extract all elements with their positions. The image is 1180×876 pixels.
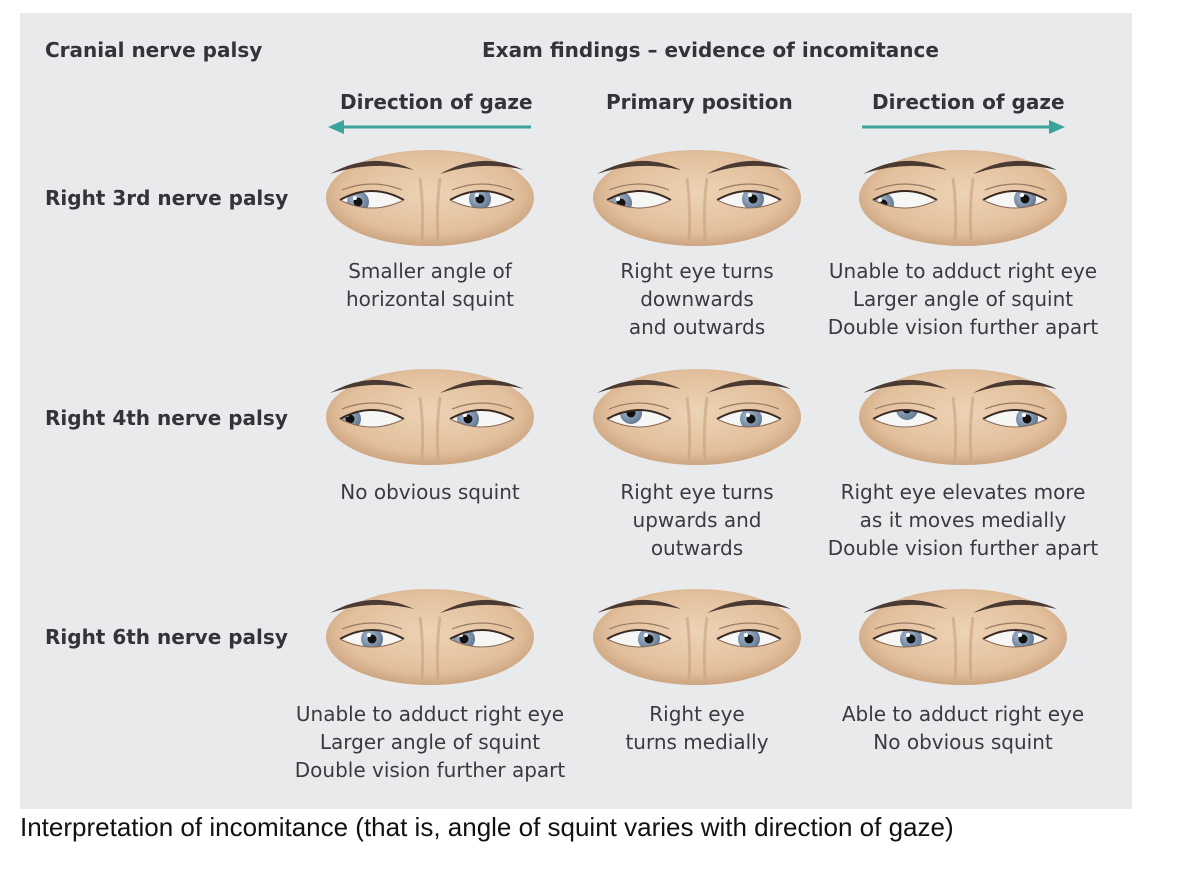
row-label-6th: Right 6th nerve palsy — [45, 625, 288, 649]
caption-line: Right eye — [649, 702, 745, 726]
caption-line: Unable to adduct right eye — [295, 702, 565, 726]
caption-line: Smaller angle of — [348, 259, 512, 283]
caption-line: Double vision further apart — [294, 758, 566, 782]
eyes-face-icon — [593, 369, 801, 465]
arrow-right-icon — [862, 120, 1065, 134]
palsy-column-header: Cranial nerve palsy — [45, 38, 263, 62]
caption-line: Double vision further apart — [827, 536, 1099, 560]
eyes-face-icon — [593, 150, 801, 246]
eyes-face-icon — [326, 150, 534, 246]
caption-line: Larger angle of squint — [852, 287, 1074, 311]
eyes-face-icon — [859, 589, 1067, 685]
caption-line: upwards and — [632, 508, 762, 532]
caption-line: Larger angle of squint — [319, 730, 541, 754]
caption-line: Double vision further apart — [827, 315, 1099, 339]
finding-caption: Right eye turns medially — [537, 700, 857, 756]
caption-line: Right eye turns — [620, 259, 774, 283]
eyes-face-icon — [326, 589, 534, 685]
finding-caption: Right eye turns downwards and outwards — [537, 257, 857, 341]
finding-caption: Right eye elevates more as it moves media… — [803, 478, 1123, 562]
caption-line: horizontal squint — [346, 287, 514, 311]
caption-line: outwards — [650, 536, 744, 560]
caption-line: Right eye turns — [620, 480, 774, 504]
figure-caption: Interpretation of incomitance (that is, … — [20, 812, 954, 842]
finding-caption: No obvious squint — [270, 478, 590, 506]
caption-line: and outwards — [628, 315, 766, 339]
finding-caption: Smaller angle of horizontal squint — [270, 257, 590, 313]
row-label-4th: Right 4th nerve palsy — [45, 406, 288, 430]
finding-caption: Right eye turns upwards and outwards — [537, 478, 857, 562]
column-header-gaze-right: Direction of gaze — [872, 90, 1065, 114]
caption-line: as it moves medially — [859, 508, 1067, 532]
caption-line: No obvious squint — [340, 480, 520, 504]
caption-line: Able to adduct right eye — [841, 702, 1085, 726]
findings-title: Exam findings – evidence of incomitance — [482, 38, 939, 62]
row-label-3rd: Right 3rd nerve palsy — [45, 186, 289, 210]
eyes-face-icon — [593, 589, 801, 685]
caption-line: Unable to adduct right eye — [828, 259, 1098, 283]
arrow-left-icon — [328, 120, 531, 134]
caption-line: Right eye elevates more — [840, 480, 1086, 504]
caption-line: No obvious squint — [873, 730, 1053, 754]
caption-line: downwards — [640, 287, 754, 311]
column-header-gaze-left: Direction of gaze — [340, 90, 533, 114]
eyes-face-icon — [859, 369, 1067, 465]
column-header-primary: Primary position — [606, 90, 793, 114]
eyes-face-icon — [859, 150, 1067, 246]
finding-caption: Able to adduct right eye No obvious squin… — [803, 700, 1123, 756]
eyes-face-icon — [326, 369, 534, 465]
caption-line: turns medially — [625, 730, 769, 754]
